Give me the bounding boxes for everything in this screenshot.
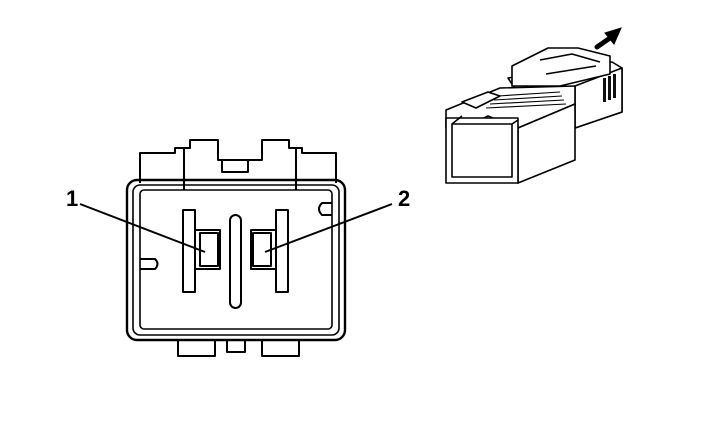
housing-wall: [132, 184, 340, 336]
top-latch: [139, 139, 337, 183]
terminal-2: [250, 209, 289, 293]
vent-grille: [603, 74, 616, 102]
latch-notch: [221, 160, 249, 173]
leader-line-1: [79, 203, 206, 253]
connector-isometric-view: [445, 47, 623, 184]
side-key-left: [140, 258, 159, 270]
front-box-opening: [451, 123, 513, 178]
pin-label-2: 2: [398, 186, 411, 211]
connector-front-view: [125, 139, 347, 357]
rear-latch-ridge: [539, 53, 601, 75]
bottom-foot-right: [261, 340, 300, 357]
front-box-depth: [451, 115, 519, 125]
top-ribs: [485, 91, 567, 109]
housing-outer: [125, 178, 347, 342]
top-lever: [461, 91, 501, 109]
center-divider: [229, 214, 242, 309]
pin-label-1: 1: [66, 186, 79, 211]
leader-line-2: [264, 203, 393, 253]
bottom-foot-left: [177, 340, 216, 357]
bottom-foot-center: [226, 340, 246, 353]
side-key-right: [318, 202, 332, 216]
arrow-up-right-icon: [594, 27, 622, 50]
